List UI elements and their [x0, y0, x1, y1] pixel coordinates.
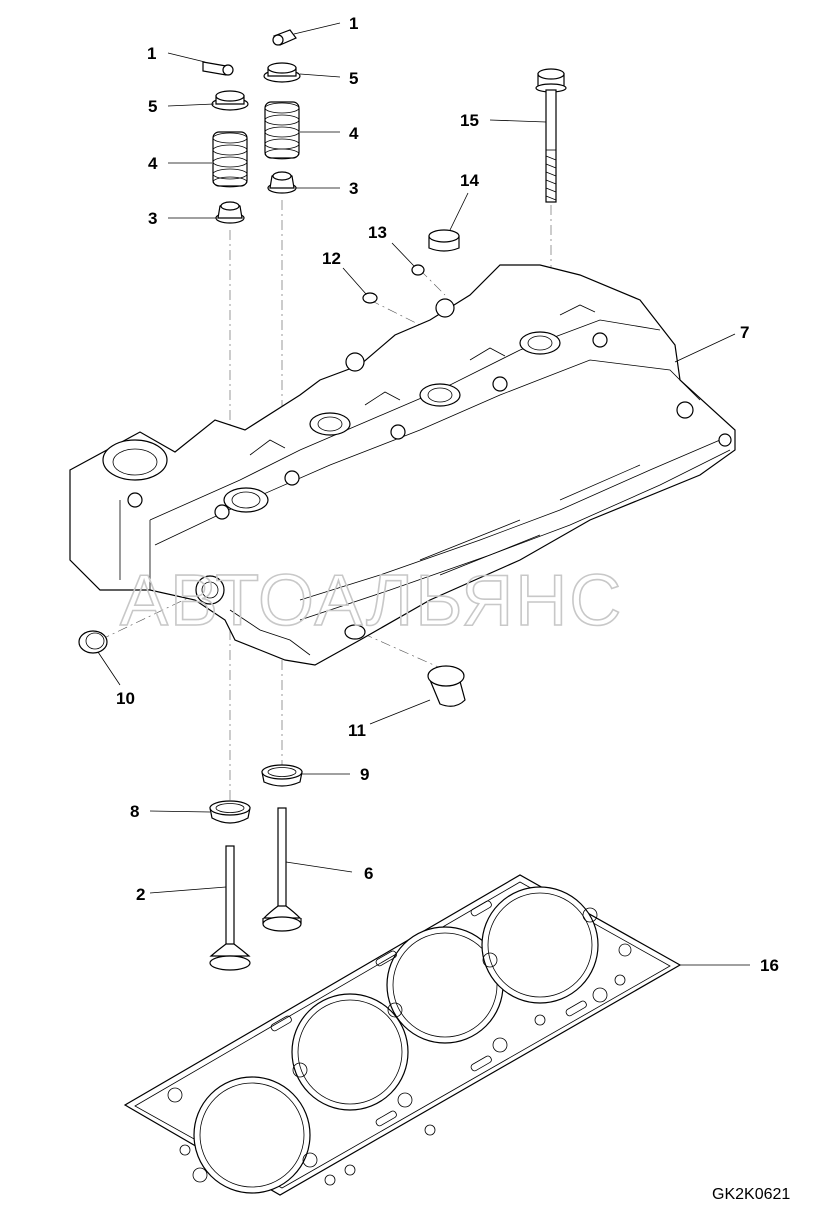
- callout-4-left: 4: [148, 154, 158, 173]
- callout-1-left: 1: [147, 44, 156, 63]
- callout-8: 8: [130, 802, 139, 821]
- exhaust-valve-6: [262, 807, 302, 932]
- valve-keeper-right: [272, 29, 297, 46]
- callout-13: 13: [368, 223, 387, 242]
- valve-spring-left: [212, 131, 248, 188]
- spring-retainer-left: [211, 90, 249, 111]
- plug-11: [427, 665, 466, 707]
- callout-2: 2: [136, 885, 145, 904]
- leader-lines: [97, 22, 750, 966]
- plug-10: [78, 630, 108, 654]
- watermark-text: АВТОАЛЬЯНС: [120, 561, 623, 641]
- callout-14: 14: [460, 171, 479, 190]
- dowel-pin-13: [411, 264, 425, 276]
- cylinder-head: [69, 264, 736, 666]
- cylinder-head-gasket: [123, 874, 682, 1196]
- callout-1-right: 1: [349, 14, 358, 33]
- callout-10: 10: [116, 689, 135, 708]
- valve-seat-insert-9: [261, 764, 303, 787]
- callout-9: 9: [360, 765, 369, 784]
- callout-16: 16: [760, 956, 779, 975]
- plug-14: [428, 229, 460, 252]
- callout-labels: 1 1 5 5 4 4 3 3 15 14 13 12 7 10 11 9 8 …: [116, 14, 779, 975]
- cylinder-head-bolt: [535, 68, 567, 203]
- valve-stem-seal-right: [267, 171, 297, 194]
- callout-11: 11: [348, 721, 366, 740]
- callout-12: 12: [322, 249, 341, 268]
- callout-15: 15: [460, 111, 479, 130]
- callout-5-left: 5: [148, 97, 157, 116]
- callout-7: 7: [740, 323, 749, 342]
- drawing-code: GK2K0621: [712, 1186, 790, 1203]
- intake-valve-2: [209, 845, 251, 971]
- callout-4-right: 4: [349, 124, 359, 143]
- valve-stem-seal-left: [215, 201, 245, 224]
- callout-3-right: 3: [349, 179, 358, 198]
- callout-6: 6: [364, 864, 373, 883]
- callout-5-right: 5: [349, 69, 358, 88]
- valve-spring-right: [264, 101, 300, 160]
- dowel-pin-12: [362, 292, 378, 304]
- valve-keeper-left: [202, 61, 234, 76]
- callout-3-left: 3: [148, 209, 157, 228]
- spring-retainer-right: [263, 62, 301, 83]
- valve-seat-insert-8: [209, 800, 251, 824]
